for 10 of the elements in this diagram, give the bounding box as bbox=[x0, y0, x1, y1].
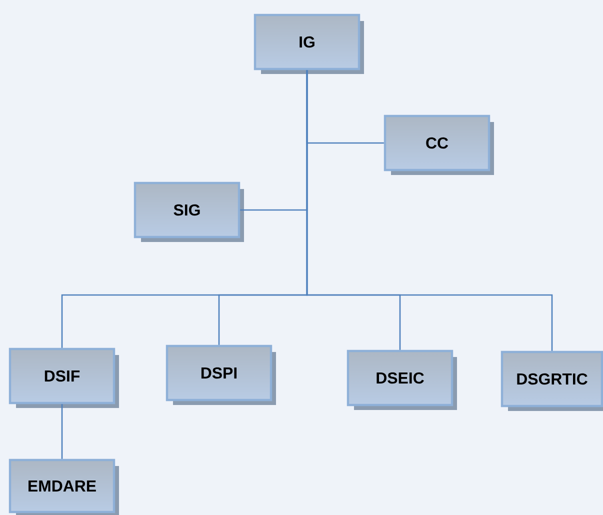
org-box: CC bbox=[384, 114, 494, 175]
org-box: EMDARE bbox=[8, 458, 119, 515]
org-box: DSPI bbox=[166, 344, 276, 405]
org-box: DSIF bbox=[8, 348, 119, 408]
org-box: DSGRTIC bbox=[500, 350, 603, 411]
org-box: IG bbox=[254, 14, 364, 74]
connector-line bbox=[306, 70, 553, 351]
org-box: DSEIC bbox=[346, 350, 457, 410]
org-box: SIG bbox=[134, 182, 244, 242]
connector-line bbox=[61, 404, 63, 459]
